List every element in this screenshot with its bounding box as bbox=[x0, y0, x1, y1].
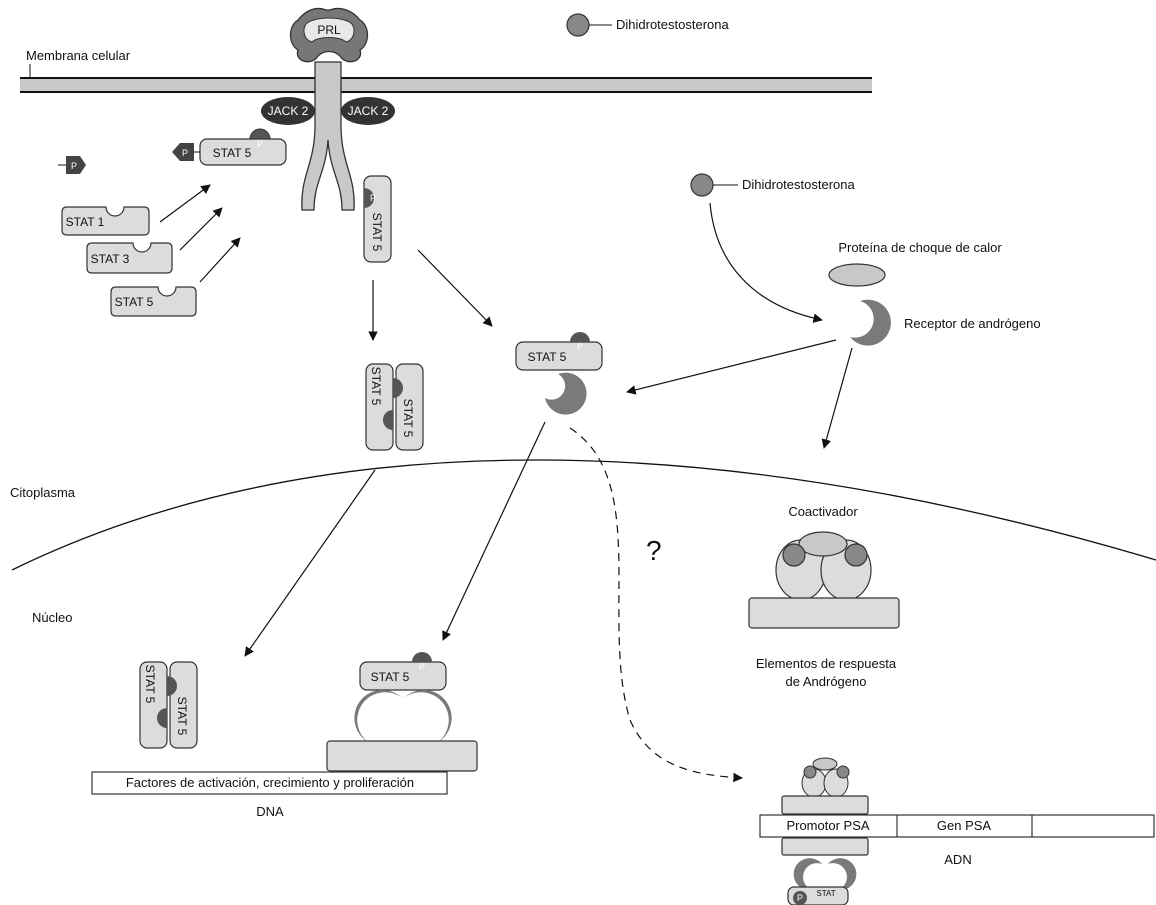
question-mark: ? bbox=[646, 535, 662, 566]
ar-label: Receptor de andrógeno bbox=[904, 316, 1041, 331]
psa-dna-bar bbox=[759, 814, 1155, 838]
dht-legend bbox=[566, 13, 612, 37]
arrow-stat1-to-receptor bbox=[159, 184, 211, 223]
stat1-label: STAT 1 bbox=[66, 215, 105, 229]
nuclear-dimer-right-label: STAT 5 bbox=[175, 697, 189, 736]
nuclear-stat5-ar-complex bbox=[326, 652, 478, 772]
dht-molecule bbox=[690, 173, 738, 197]
psa-promoter-label: Promotor PSA bbox=[786, 818, 869, 833]
jak2-left bbox=[261, 97, 315, 125]
cytoplasm-label: Citoplasma bbox=[10, 485, 76, 500]
dna-label: DNA bbox=[256, 804, 284, 819]
arrow-dht-to-receptor bbox=[709, 202, 823, 323]
stat5-ar-complex-label: STAT 5 bbox=[528, 350, 567, 364]
jak2-right bbox=[341, 97, 395, 125]
nuclear-complex-p: P bbox=[419, 662, 425, 672]
nuclear-complex-stat-label: STAT 5 bbox=[371, 670, 410, 684]
factors-label: Factores de activación, crecimiento y pr… bbox=[126, 775, 414, 790]
arrow-dimer-to-nucleus bbox=[244, 469, 376, 657]
stat5-vertical-receptor bbox=[363, 175, 392, 263]
dimer-right-stat-label: STAT 5 bbox=[401, 399, 415, 438]
stat3-label: STAT 3 bbox=[91, 252, 130, 266]
psa-complex-p: P bbox=[797, 893, 803, 903]
stat5-inactive-label: STAT 5 bbox=[115, 295, 154, 309]
hsp-label: Proteína de choque de calor bbox=[838, 240, 1002, 255]
stat5-phosphorylated-top bbox=[172, 128, 287, 166]
dht-legend-label: Dihidrotestosterona bbox=[616, 17, 729, 32]
are-label-line1: Elementos de respuesta bbox=[756, 656, 897, 671]
jak2-right-label: JACK 2 bbox=[348, 104, 389, 118]
arrow-to-stat5-ar-complex bbox=[417, 249, 493, 327]
stat5-vertical-p: P bbox=[370, 193, 376, 203]
free-phosphate-label: P bbox=[71, 161, 77, 171]
nuclear-dimer-left-label: STAT 5 bbox=[143, 665, 157, 704]
cell-membrane bbox=[20, 64, 872, 93]
dna-factors-bar bbox=[91, 771, 448, 795]
arrow-receptor-to-complex bbox=[626, 339, 837, 395]
free-phosphate bbox=[58, 156, 86, 174]
stat5-top-p-label: P bbox=[182, 148, 188, 158]
prl-receptor bbox=[301, 61, 355, 211]
dashed-arrow-unknown-pathway bbox=[569, 427, 743, 783]
androgen-receptor bbox=[850, 299, 891, 346]
dht-label: Dihidrotestosterona bbox=[742, 177, 855, 192]
dimer-left-stat-label: STAT 5 bbox=[369, 367, 383, 406]
adn-label: ADN bbox=[944, 852, 971, 867]
arrow-stat5-to-receptor bbox=[199, 237, 241, 283]
are-label-line2: de Andrógeno bbox=[786, 674, 867, 689]
stat5-inactive bbox=[110, 286, 197, 317]
heat-shock-protein bbox=[828, 263, 886, 287]
psa-coactivator-small bbox=[781, 757, 869, 815]
psa-gene-label: Gen PSA bbox=[937, 818, 992, 833]
arrow-receptor-to-nucleus bbox=[821, 347, 853, 449]
arrow-stat3-to-receptor bbox=[179, 207, 223, 251]
stat5-top-label: STAT 5 bbox=[213, 146, 252, 160]
coactivator-complex bbox=[748, 531, 900, 629]
psa-complex-stat-label: STAT bbox=[816, 889, 835, 898]
membrane-label: Membrana celular bbox=[26, 48, 131, 63]
stat3-inactive bbox=[86, 242, 173, 274]
stat5-dimer-nucleus bbox=[139, 661, 198, 749]
prl-ligand bbox=[289, 7, 369, 63]
jak2-left-label: JACK 2 bbox=[268, 104, 309, 118]
psa-stat-ar-complex bbox=[781, 837, 869, 905]
prl-label: PRL bbox=[317, 23, 341, 37]
stat5-vertical-label: STAT 5 bbox=[370, 213, 384, 252]
stat5-ar-complex-p: P bbox=[577, 342, 583, 352]
stat1-inactive bbox=[61, 206, 150, 236]
arrow-complex-to-nucleus bbox=[442, 421, 546, 641]
stat5-dimer-cytoplasm bbox=[365, 363, 424, 451]
stat5-top-cap-p: P bbox=[257, 139, 263, 149]
nuclear-envelope bbox=[11, 459, 1156, 571]
nucleus-label: Núcleo bbox=[32, 610, 72, 625]
coactivator-label: Coactivador bbox=[788, 504, 858, 519]
stat5-ar-complex bbox=[515, 332, 603, 415]
